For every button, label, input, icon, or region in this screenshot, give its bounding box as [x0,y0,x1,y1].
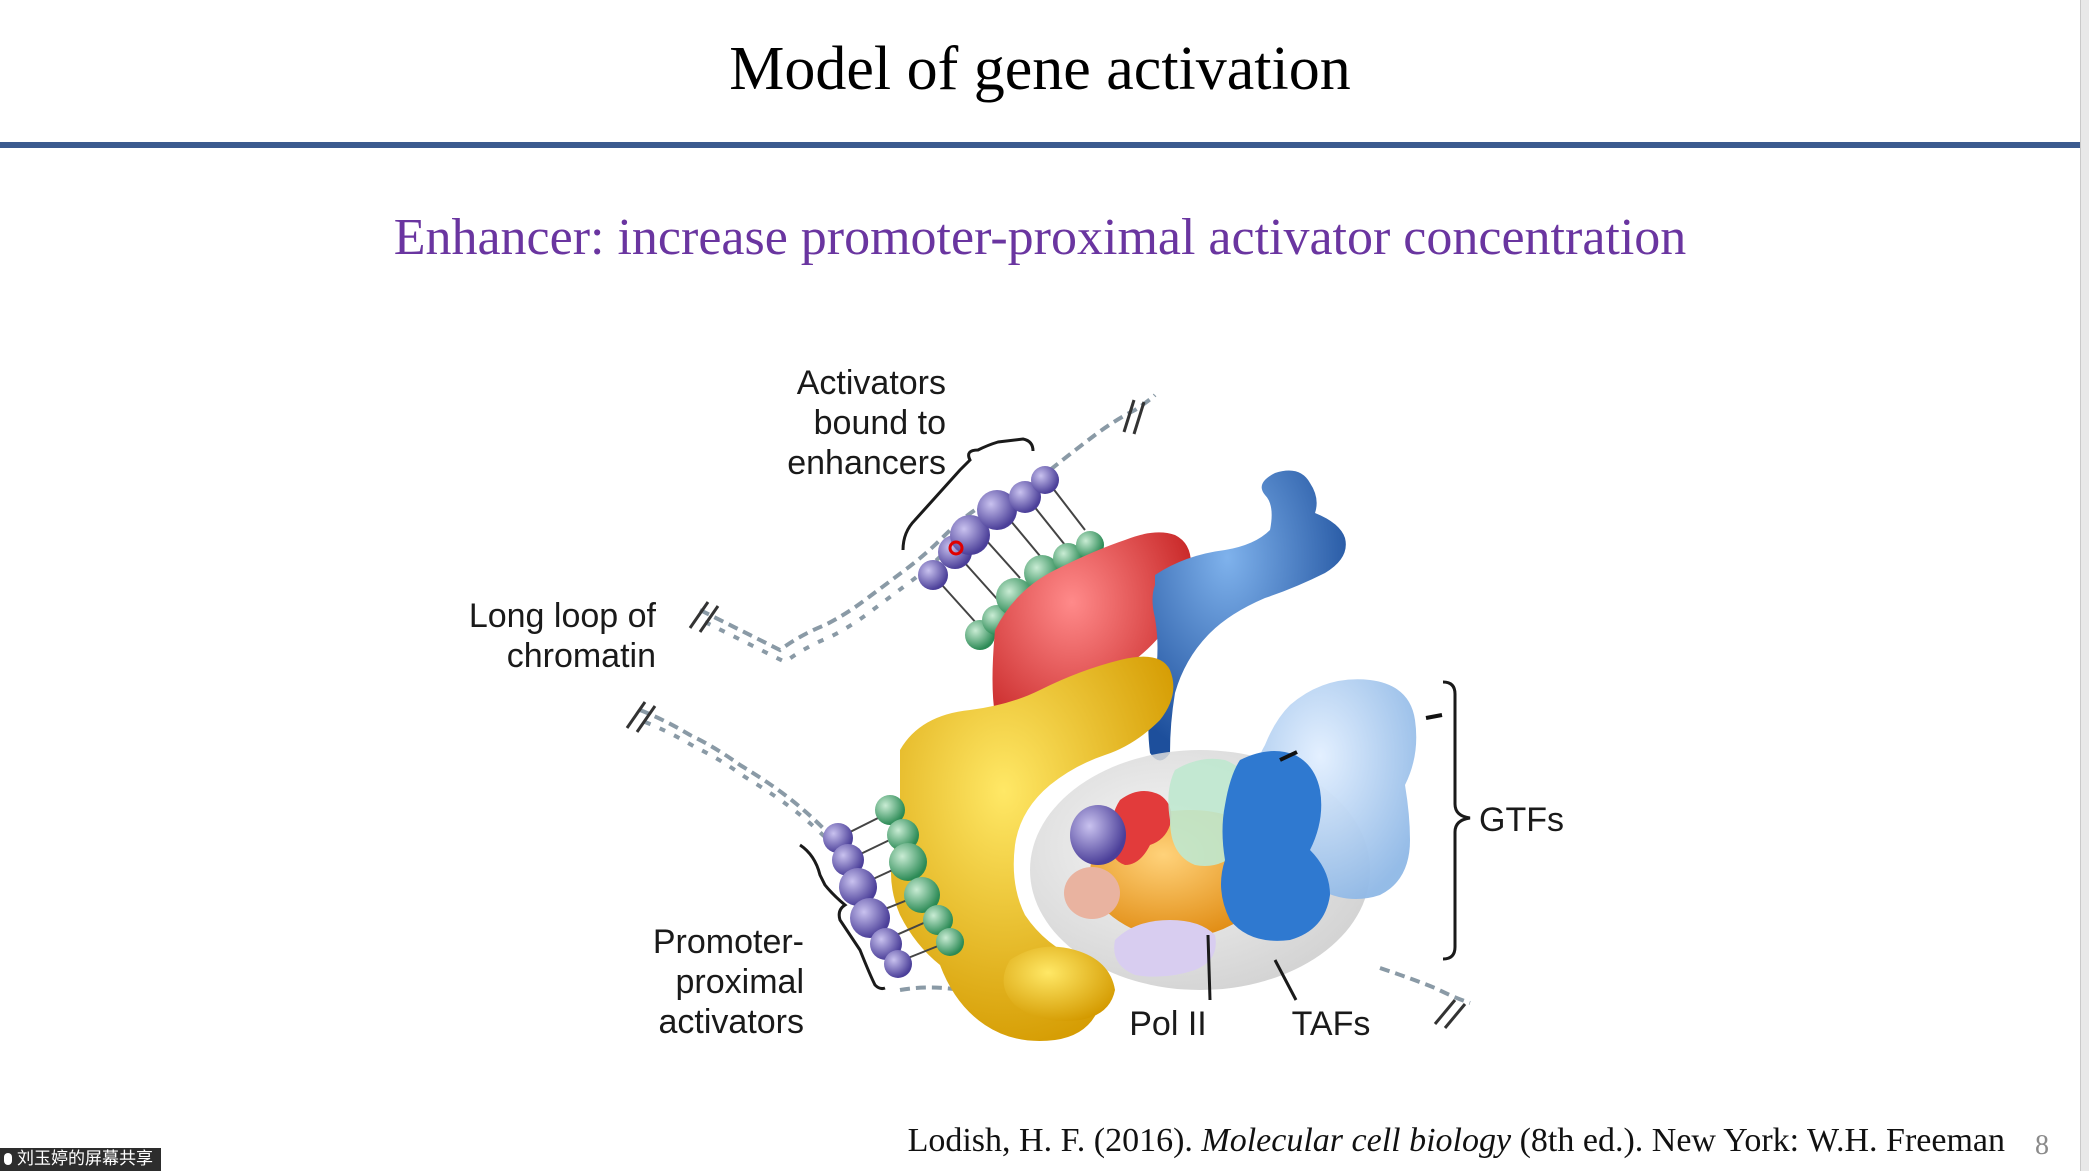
citation-prefix: Lodish, H. F. (2016). [907,1122,1202,1159]
label-activators-line3: enhancers [787,444,946,482]
upper-chromatin-strand-b [704,520,982,665]
pointer-cursor [948,540,964,556]
annotation-lines [799,437,1471,1001]
label-activators-line1: Activators [797,364,946,402]
red-subunit [1110,791,1172,865]
chromatin-strands [639,393,1471,1005]
slide-subtitle: Enhancer: increase promoter-proximal act… [393,209,1687,266]
gtfs-brace [1442,680,1471,961]
gtf-connectors [1279,713,1443,762]
citation: Lodish, H. F. (2016). Molecular cell bio… [908,1122,2005,1160]
upper-chromatin-strand [699,508,977,653]
right-dna-strand [1379,966,1471,1005]
label-pol2: Pol II [1129,1005,1206,1043]
diagram-labels: Activators bound to enhancers Long loop … [469,364,1564,1043]
lower-chromatin-strand-b [644,720,832,844]
label-gtfs: GTFs [1479,801,1564,839]
pink-subunit [1064,867,1120,919]
window-right-edge [2080,0,2089,1171]
activators-brace [901,437,1035,551]
label-loop-line1: Long loop of [469,597,657,635]
promoter-brace [799,843,886,991]
pol2-pointer [1206,934,1212,1001]
screen-share-indicator[interactable]: 刘玉婷的屏幕共享 [0,1148,161,1171]
citation-suffix: (8th ed.). New York: W.H. Freeman [1511,1122,2005,1159]
gtf-mid-blue [1221,751,1330,941]
citation-book-title: Molecular cell biology [1201,1122,1512,1159]
label-loop-line2: chromatin [507,637,656,675]
label-tafs: TAFs [1292,1005,1371,1043]
purple-subunit [1070,805,1126,865]
tafs-pointer [1273,959,1298,1001]
blue-protein [1148,470,1346,761]
label-promoter-line3: activators [659,1003,805,1041]
label-promoter-line2: proximal [676,963,804,1001]
yellow-lower-lobe [1003,946,1115,1021]
microphone-icon [4,1153,12,1165]
screen-share-label: 刘玉婷的屏幕共享 [17,1149,153,1169]
enhancer-top-strand [1048,393,1157,472]
lower-chromatin-strand [639,708,827,832]
label-promoter-line1: Promoter- [653,923,804,961]
slide-title: Model of gene activation [729,35,1351,103]
page-number: 8 [2035,1130,2049,1161]
lavender-subunit [1114,920,1216,977]
title-divider [0,142,2089,148]
label-activators-line2: bound to [814,404,946,442]
strand-break-marks [625,399,1467,1029]
promoter-proximal-activators [823,795,964,978]
